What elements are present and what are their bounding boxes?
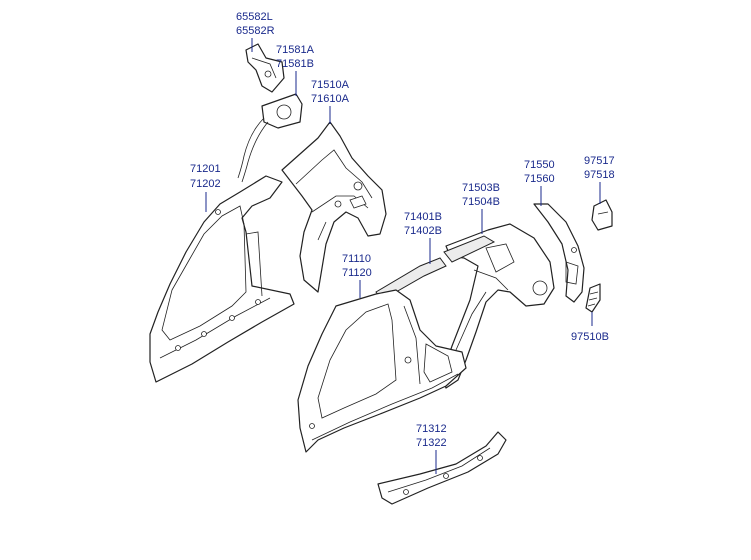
- callout-labels: 65582L 65582R 71581A 71581B 71510A 71610…: [190, 11, 615, 449]
- part-quarter-inner-panel[interactable]: [281, 121, 387, 293]
- part-fender-bracket[interactable]: [245, 43, 285, 93]
- leader-lines: [205, 38, 601, 474]
- callout-outer-side-panel-1: 71110: [342, 253, 371, 265]
- part-side-sill[interactable]: [377, 431, 507, 505]
- callout-inner-side-frame-2: 71202: [190, 178, 221, 190]
- callout-roof-rail-1: 71401B: [404, 211, 442, 223]
- callout-fuel-filler-1: 71581A: [276, 44, 315, 56]
- callout-inner-side-frame-1: 71201: [190, 163, 221, 175]
- callout-quarter-outer-1: 71503B: [462, 182, 500, 194]
- callout-rear-pillar-2: 71560: [524, 173, 555, 185]
- callout-quarter-inner-2: 71610A: [311, 93, 350, 105]
- part-rear-pillar-reinforcement[interactable]: [533, 203, 585, 303]
- callout-side-sill-1: 71312: [416, 423, 447, 435]
- callout-fender-bracket-1: 65582L: [236, 11, 273, 23]
- callout-outer-side-panel-2: 71120: [342, 267, 372, 279]
- callout-rear-pillar-1: 71550: [524, 159, 555, 171]
- part-rear-bracket[interactable]: [591, 199, 613, 231]
- callout-fuel-filler-2: 71581B: [276, 58, 314, 70]
- callout-vent-grille: 97510B: [571, 331, 609, 343]
- callout-quarter-outer-2: 71504B: [462, 196, 500, 208]
- callout-rear-bracket-2: 97518: [584, 169, 615, 181]
- callout-side-sill-2: 71322: [416, 437, 447, 449]
- part-fuel-filler-housing[interactable]: [237, 93, 303, 183]
- part-outer-side-panel[interactable]: [297, 289, 467, 453]
- part-vent-grille[interactable]: [585, 283, 601, 313]
- callout-quarter-inner-1: 71510A: [311, 79, 350, 91]
- callout-rear-bracket-1: 97517: [584, 155, 615, 167]
- callout-fender-bracket-2: 65582R: [236, 25, 275, 37]
- part-quarter-outer-panel[interactable]: [441, 223, 555, 389]
- part-inner-side-frame[interactable]: [149, 175, 295, 383]
- callout-roof-rail-2: 71402B: [404, 225, 442, 237]
